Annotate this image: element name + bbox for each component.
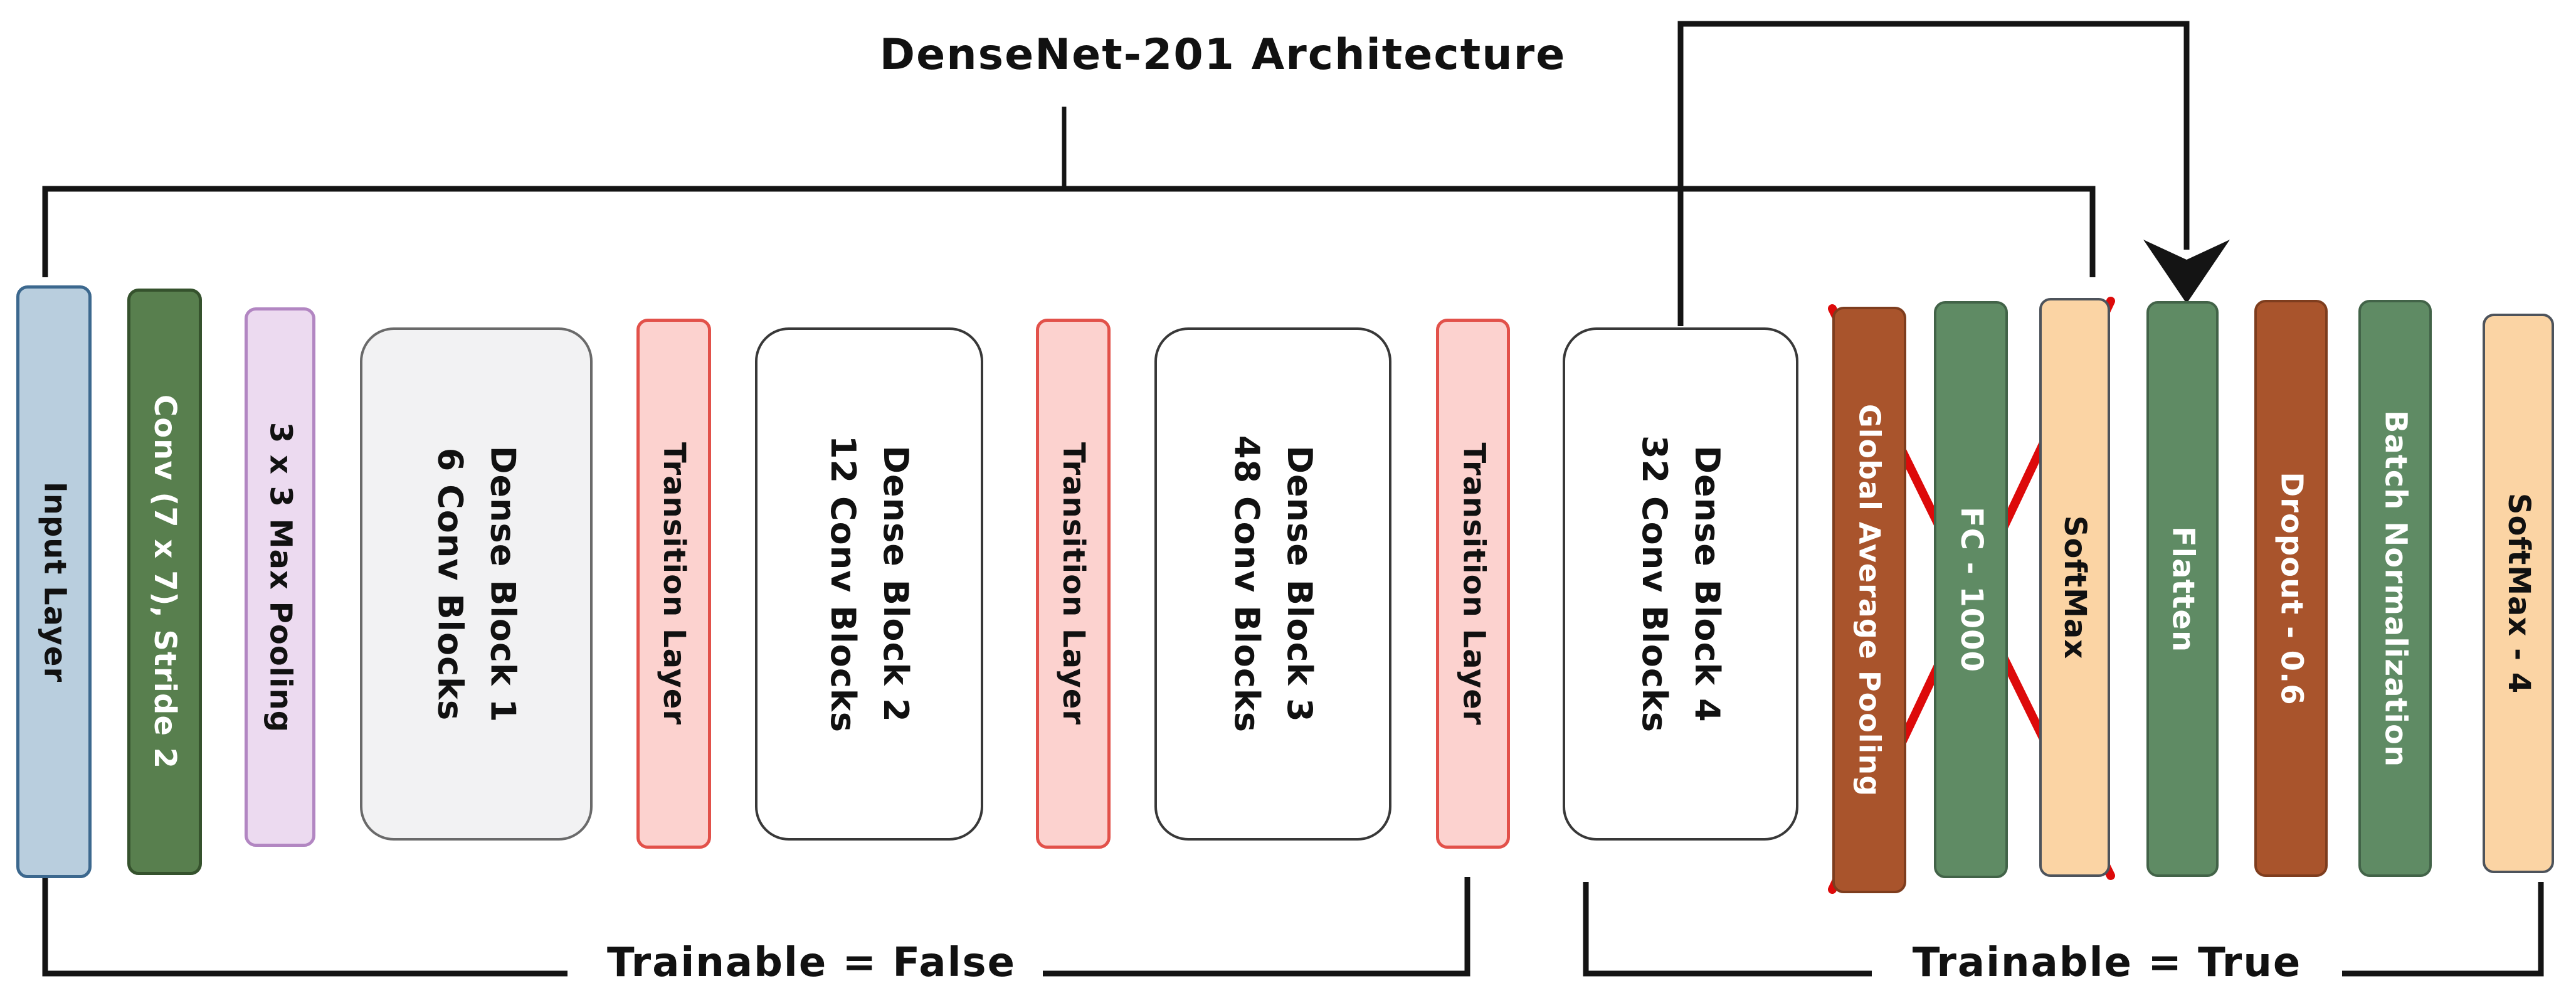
layer-label-transition-layer-3: Transition Layer xyxy=(1455,442,1491,725)
layer-label-softmax-4: SoftMax - 4 xyxy=(2501,492,2536,694)
layer-sublabel-dense-block-4: 32 Conv Blocks xyxy=(1635,435,1674,733)
layer-label-dropout: Dropout - 0.6 xyxy=(2274,471,2309,706)
title-span-bracket-line xyxy=(42,186,2096,277)
layer-label-input-layer: Input Layer xyxy=(36,481,72,682)
layer-box-dense-block-1: Dense Block 1 6 Conv Blocks xyxy=(360,327,593,841)
layer-box-input-layer: Input Layer xyxy=(16,285,92,878)
trainable-false-bracket-right xyxy=(1043,877,1470,977)
layer-label-flatten: Flatten xyxy=(2165,526,2201,652)
layer-label-dense-block-3: Dense Block 3 xyxy=(1279,445,1319,723)
layer-label-conv-7x7: Conv (7 x 7), Stride 2 xyxy=(147,394,183,770)
layer-box-dense-block-2: Dense Block 2 12 Conv Blocks xyxy=(755,327,983,841)
layer-box-flatten: Flatten xyxy=(2146,301,2219,877)
layer-label-transition-layer-1: Transition Layer xyxy=(657,442,692,725)
layer-box-fc-1000: FC - 1000 xyxy=(1934,301,2008,878)
layer-box-batch-normalization: Batch Normalization xyxy=(2358,300,2432,877)
trainable-false-label: Trainable = False xyxy=(607,940,1016,986)
layer-label-transition-layer-2: Transition Layer xyxy=(1056,442,1092,725)
trainable-false-bracket-left xyxy=(42,877,567,977)
layer-box-dense-block-3: Dense Block 3 48 Conv Blocks xyxy=(1154,327,1391,841)
denseblock4-to-flatten-line xyxy=(1677,21,2190,326)
trainable-true-label: Trainable = True xyxy=(1912,940,2302,986)
layer-box-transition-layer-1: Transition Layer xyxy=(636,319,711,849)
layer-box-transition-layer-3: Transition Layer xyxy=(1436,319,1510,849)
trainable-true-bracket-left xyxy=(1583,882,1872,977)
layer-sublabel-dense-block-3: 48 Conv Blocks xyxy=(1227,435,1267,733)
layer-box-conv-7x7: Conv (7 x 7), Stride 2 xyxy=(127,289,202,875)
layer-label-softmax-1000: SoftMax xyxy=(2057,515,2093,660)
layer-label-fc-1000: FC - 1000 xyxy=(1953,507,1989,672)
layer-label-dense-block-4: Dense Block 4 xyxy=(1687,445,1727,723)
trainable-true-bracket-right xyxy=(2342,882,2544,977)
layer-box-max-pooling: 3 x 3 Max Pooling xyxy=(245,307,315,847)
layer-sublabel-dense-block-2: 12 Conv Blocks xyxy=(823,435,863,733)
layer-box-softmax-4: SoftMax - 4 xyxy=(2483,314,2554,873)
layer-box-dense-block-4: Dense Block 4 32 Conv Blocks xyxy=(1563,327,1798,841)
page-title: DenseNet-201 Architecture xyxy=(879,30,1566,80)
layer-label-dense-block-1: Dense Block 1 xyxy=(483,445,523,723)
layer-box-softmax-1000: SoftMax xyxy=(2039,298,2110,877)
layer-label-dense-block-2: Dense Block 2 xyxy=(875,445,916,723)
layer-label-max-pooling: 3 x 3 Max Pooling xyxy=(263,422,298,733)
layer-label-global-average-pooling: Global Average Pooling xyxy=(1852,403,1887,797)
layer-box-dropout: Dropout - 0.6 xyxy=(2254,300,2328,877)
layer-sublabel-dense-block-1: 6 Conv Blocks xyxy=(430,447,470,721)
layer-box-global-average-pooling: Global Average Pooling xyxy=(1832,307,1906,893)
layer-box-transition-layer-2: Transition Layer xyxy=(1036,319,1111,849)
layer-label-batch-normalization: Batch Normalization xyxy=(2378,410,2414,767)
down-arrowhead-icon xyxy=(2143,240,2230,304)
